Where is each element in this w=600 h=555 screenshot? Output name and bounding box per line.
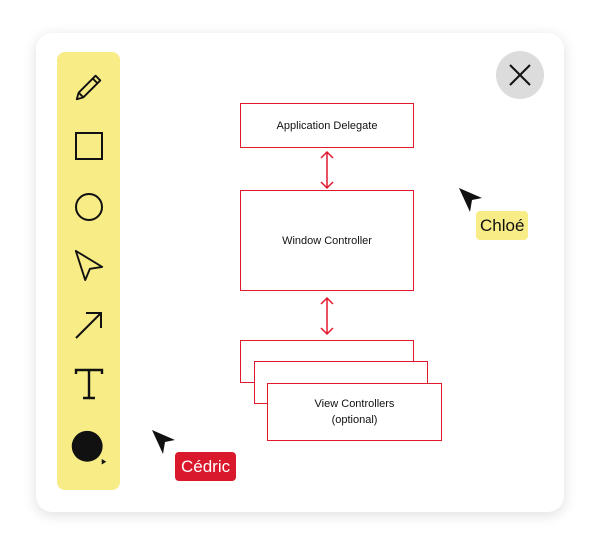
- view-controllers-box[interactable]: View Controllers (optional): [267, 383, 442, 441]
- view-controllers-label: View Controllers: [314, 398, 395, 410]
- pencil-tool[interactable]: [73, 71, 105, 103]
- collaborator-label-chloe: Chloé: [476, 211, 529, 240]
- text-tool[interactable]: [73, 368, 105, 400]
- pointer-icon: [74, 249, 104, 281]
- window-controller-box[interactable]: Window Controller: [240, 190, 414, 291]
- ellipse-tool[interactable]: [73, 191, 105, 223]
- bidirectional-arrow: [320, 150, 334, 190]
- arrow-tool[interactable]: [73, 309, 105, 341]
- color-picker[interactable]: [69, 429, 109, 469]
- text-icon: [74, 368, 104, 400]
- window-controller-label: Window Controller: [282, 234, 372, 247]
- app-delegate-label: Application Delegate: [276, 119, 378, 132]
- circle-icon: [75, 193, 103, 221]
- bidirectional-arrow: [320, 296, 334, 336]
- app-delegate-box[interactable]: Application Delegate: [240, 103, 414, 148]
- drawing-toolbar: [57, 52, 120, 490]
- color-swatch-icon: [71, 430, 107, 465]
- rectangle-icon: [75, 132, 103, 160]
- select-tool[interactable]: [73, 249, 105, 281]
- close-icon: [509, 64, 531, 86]
- view-controllers-note: (optional): [331, 414, 378, 426]
- collaborator-cursor-icon: [152, 430, 175, 454]
- pencil-icon: [75, 74, 102, 101]
- arrow-icon: [75, 312, 102, 339]
- close-button[interactable]: [496, 51, 544, 99]
- collaborator-cursor-icon: [459, 188, 482, 212]
- rectangle-tool[interactable]: [73, 130, 105, 162]
- collaborator-label-cedric: Cédric: [175, 452, 237, 481]
